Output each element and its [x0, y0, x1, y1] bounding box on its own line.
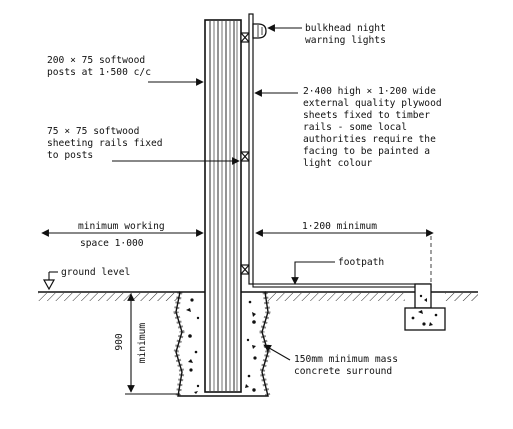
- plywood-label-line-6: facing to be painted a: [303, 146, 430, 157]
- bulkhead-label-line-2: warning lights: [305, 35, 386, 46]
- annotations: bulkhead night warning lights 200 × 75 s…: [47, 23, 442, 377]
- plywood-label-line-5: authorities require the: [303, 134, 436, 145]
- depth-word-label: minimum: [137, 323, 148, 364]
- footpath-width-label: 1·200 minimum: [302, 221, 377, 232]
- earth-hatch-left: [38, 293, 180, 301]
- sheeting-rail-top: [240, 32, 250, 43]
- sheeting-rail-middle: [240, 151, 250, 162]
- footpath-label: footpath: [338, 257, 384, 268]
- rails-label-line-1: 75 × 75 softwood: [47, 126, 139, 137]
- footpath-leader: [291, 261, 335, 285]
- timber-post: [204, 19, 242, 393]
- kerb: [414, 283, 432, 309]
- bulkhead-label-line-1: bulkhead night: [305, 23, 386, 34]
- plywood-label-line-3: sheets fixed to timber: [303, 110, 430, 121]
- plywood-sheet: [248, 13, 254, 285]
- earth-hatch-right: [265, 293, 405, 301]
- plywood-label-line-7: light colour: [303, 158, 373, 169]
- ground-level-label: ground level: [61, 267, 130, 278]
- plywood-label-line-2: external quality plywood: [303, 98, 442, 109]
- footpath-construction: [252, 236, 446, 331]
- kerb-foundation: [404, 307, 446, 331]
- sheeting-rail-bottom: [240, 264, 250, 275]
- plywood-label-line-1: 2·400 high × 1·200 wide: [303, 86, 436, 97]
- posts-label-line-1: 200 × 75 softwood: [47, 55, 145, 66]
- depth-dimension: [125, 291, 180, 395]
- working-space-label-line-1: minimum working: [78, 221, 165, 232]
- concrete-leader: [263, 344, 291, 361]
- bulkhead-light-icon: [252, 23, 267, 39]
- ground-level-symbol: [42, 271, 58, 291]
- concrete-aggregate: [186, 298, 257, 394]
- plywood-label-line-4: rails - some local: [303, 122, 407, 133]
- rails-label-line-2: sheeting rails fixed: [47, 138, 163, 149]
- rails-label-line-3: to posts: [47, 150, 93, 161]
- working-space-label-line-2: space 1·000: [80, 238, 144, 249]
- concrete-label-line-2: concrete surround: [294, 366, 392, 377]
- sheeting-rails: [240, 32, 250, 275]
- concrete-label-line-1: 150mm minimum mass: [294, 354, 398, 365]
- depth-value-label: 900: [114, 333, 125, 351]
- leader-lines: [112, 24, 335, 361]
- posts-label-line-2: posts at 1·500 c/c: [47, 67, 151, 78]
